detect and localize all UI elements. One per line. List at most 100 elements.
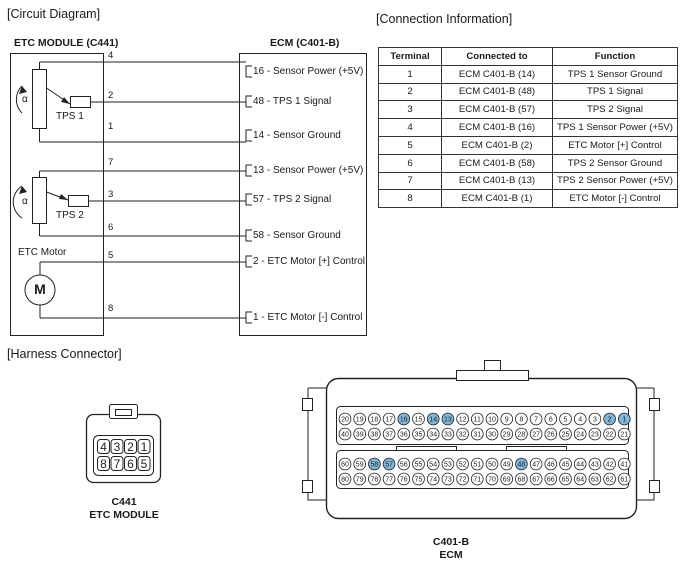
c401b-pin-19 xyxy=(353,412,366,426)
c401b-pin-number: 33 xyxy=(444,432,452,439)
c401b-pin-21 xyxy=(617,427,631,441)
c401b-pin-60 xyxy=(338,457,352,471)
c401b-pin-number: 65 xyxy=(562,477,570,484)
c401b-pin-33 xyxy=(441,427,455,441)
c401b-pin-20 xyxy=(338,412,352,426)
c401b-pin-45 xyxy=(559,457,572,471)
table-header-row: Terminal Connected to Function xyxy=(378,47,678,66)
table-cell: 5 xyxy=(378,135,442,155)
c401b-pin-75 xyxy=(412,472,425,486)
c401b-pin-44 xyxy=(573,457,587,471)
c401b-pin-61 xyxy=(617,472,631,486)
table-cell: TPS 1 Sensor Ground xyxy=(552,64,678,84)
c401b-pin-number: 50 xyxy=(488,462,496,469)
c401b-pin-number: 73 xyxy=(444,477,452,484)
c401b-pin-51 xyxy=(471,457,484,471)
c441-pin-1 xyxy=(137,439,151,454)
c441-pin-3 xyxy=(110,439,124,454)
c441-pin-number: 2 xyxy=(127,440,134,454)
c401b-pin-number: 49 xyxy=(503,462,511,469)
c401b-pin-22 xyxy=(603,427,616,441)
c401b-pin-5 xyxy=(559,412,572,426)
c401b-pin-number: 43 xyxy=(591,462,599,469)
c401b-pin-number: 39 xyxy=(356,432,364,439)
c401b-pin-58 xyxy=(368,457,381,471)
c401b-pin-12 xyxy=(456,412,469,426)
c401b-pin-number: 12 xyxy=(459,417,467,424)
c401b-pin-number: 45 xyxy=(562,462,570,469)
tps2-potentiometer xyxy=(32,177,47,224)
c401b-pin-57 xyxy=(382,457,396,471)
c441-pin-4 xyxy=(97,439,110,454)
c401b-pin-number: 36 xyxy=(400,432,408,439)
c401b-pin-number: 18 xyxy=(371,417,379,424)
c401b-pin-number: 34 xyxy=(429,432,437,439)
c401b-pin-number: 63 xyxy=(591,477,599,484)
wire-number: 8 xyxy=(108,303,114,314)
ecm-pin-label: 48 - TPS 1 Signal xyxy=(253,96,332,107)
c401b-pin-65 xyxy=(559,472,572,486)
table-cell: TPS 2 Sensor Ground xyxy=(552,153,678,173)
c401b-pin-number: 56 xyxy=(400,462,408,469)
c401b-pin-6 xyxy=(544,412,558,426)
table-cell: 6 xyxy=(378,153,442,173)
c401b-pin-number: 25 xyxy=(562,432,570,439)
c441-pin-6 xyxy=(124,456,137,471)
tps1-potentiometer xyxy=(32,69,47,129)
ecm-pin-label: 57 - TPS 2 Signal xyxy=(253,194,332,205)
c441-caption-id: C441 xyxy=(111,496,137,508)
c401b-pin-67 xyxy=(529,472,543,486)
c401b-pin-25 xyxy=(559,427,572,441)
table-cell: ECM C401-B (1) xyxy=(441,189,553,209)
c401b-pin-number: 32 xyxy=(459,432,467,439)
c401b-pin-29 xyxy=(500,427,514,441)
c401b-pin-number: 28 xyxy=(518,432,526,439)
c401b-pin-number: 42 xyxy=(606,462,614,469)
c401b-pin-number: 40 xyxy=(341,432,349,439)
table-cell: ECM C401-B (14) xyxy=(441,64,553,84)
c401b-pin-10 xyxy=(485,412,499,426)
c401b-caption-id: C401-B xyxy=(432,536,470,548)
c401b-pin-number: 23 xyxy=(591,432,599,439)
c401b-pin-14 xyxy=(426,412,440,426)
wire-number: 1 xyxy=(108,121,114,132)
motor-symbol: M xyxy=(34,281,46,297)
c401b-pin-number: 47 xyxy=(532,462,540,469)
c401b-pin-71 xyxy=(471,472,484,486)
wire-number: 6 xyxy=(108,222,114,233)
c401b-pin-number: 41 xyxy=(620,462,628,469)
c401b-pin-number: 48 xyxy=(518,462,526,469)
c401b-pin-39 xyxy=(353,427,366,441)
ecm-pin-label: 2 - ETC Motor [+] Control xyxy=(253,256,365,267)
c401b-pin-13 xyxy=(441,412,455,426)
c401b-caption: C401-B ECM xyxy=(411,536,491,562)
wire-number: 7 xyxy=(108,157,114,168)
table-cell: ECM C401-B (16) xyxy=(441,118,553,137)
ecm-title: ECM (C401-B) xyxy=(270,37,340,49)
wire-number: 3 xyxy=(108,189,114,200)
c401b-pin-number: 9 xyxy=(505,417,509,424)
c401b-pin-number: 57 xyxy=(385,462,393,469)
c401b-pin-30 xyxy=(485,427,499,441)
ecm-pin-label: 13 - Sensor Power (+5V) xyxy=(253,165,364,176)
c441-caption: C441 ETC MODULE xyxy=(74,496,174,522)
c401b-pin-53 xyxy=(441,457,455,471)
c401b-pin-35 xyxy=(412,427,425,441)
etc-motor-label: ETC Motor xyxy=(18,247,67,258)
ecm-pin-label: 16 - Sensor Power (+5V) xyxy=(253,66,364,77)
c401b-mounting-flange xyxy=(307,387,655,501)
circuit-diagram-heading: [Circuit Diagram] xyxy=(7,7,101,21)
wire-number: 4 xyxy=(108,50,114,61)
c401b-pin-42 xyxy=(603,457,616,471)
column-header: Terminal xyxy=(378,47,442,66)
wire-number: 5 xyxy=(108,250,114,261)
table-cell: 1 xyxy=(378,64,442,84)
c401b-pin-63 xyxy=(588,472,602,486)
c441-pin-number: 7 xyxy=(114,457,121,471)
c401b-pin-number: 70 xyxy=(488,477,496,484)
c441-pin-5 xyxy=(137,456,151,471)
c401b-pin-number: 68 xyxy=(518,477,526,484)
